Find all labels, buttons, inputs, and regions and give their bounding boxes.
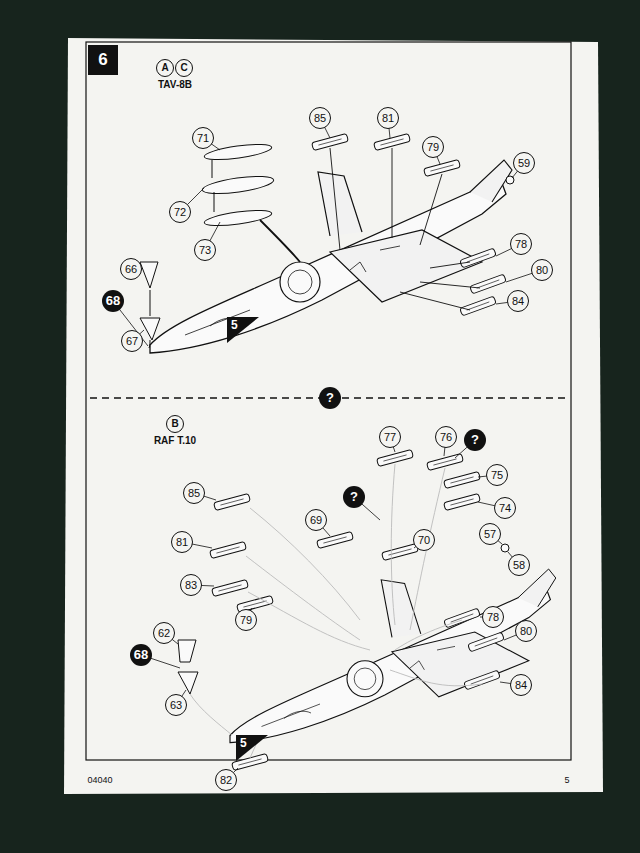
- version-letter: B: [166, 415, 184, 433]
- callout-number: 85: [309, 107, 331, 129]
- callout-number: 79: [422, 136, 444, 158]
- callout-number: 72: [169, 201, 191, 223]
- callout-number: 75: [486, 464, 508, 486]
- callout-number: 78: [482, 606, 504, 628]
- page-frame: [86, 42, 571, 760]
- callout-number: 69: [305, 509, 327, 531]
- version-letter: A: [156, 59, 174, 77]
- callout-number: 58: [508, 554, 530, 576]
- callout-number: 80: [515, 620, 537, 642]
- callout-number: 68: [130, 644, 152, 666]
- callout-number: 57: [479, 523, 501, 545]
- paper-sheet: [64, 38, 603, 794]
- version-name: RAF T.10: [154, 435, 196, 447]
- callout-number: 85: [183, 482, 205, 504]
- upper-aircraft: [113, 118, 542, 353]
- page-footer: 04040: [87, 775, 112, 786]
- callout-number: 77: [379, 426, 401, 448]
- callout-number: 73: [194, 239, 216, 261]
- step-number: 6: [88, 45, 118, 75]
- callout-number: 78: [510, 233, 532, 255]
- callout-number: 71: [192, 127, 214, 149]
- callout-number: 62: [153, 622, 175, 644]
- callout-number: 59: [513, 152, 535, 174]
- callout-number: 81: [171, 531, 193, 553]
- callout-number: 70: [413, 529, 435, 551]
- page-footer: 5: [564, 775, 569, 786]
- version-letter: C: [175, 59, 193, 77]
- version-name: TAV-8B: [158, 79, 192, 91]
- callout-number: ?: [343, 486, 365, 508]
- callout-number: 66: [120, 258, 142, 280]
- callout-number: 84: [510, 674, 532, 696]
- callout-number: 82: [215, 769, 237, 791]
- callout-number: 81: [377, 107, 399, 129]
- callout-number: 74: [494, 497, 516, 519]
- callout-number: 63: [165, 694, 187, 716]
- callout-number: 83: [180, 574, 202, 596]
- callout-number: ?: [319, 387, 341, 409]
- callout-number: 68: [102, 290, 124, 312]
- callout-number: 76: [435, 426, 457, 448]
- callout-number: 84: [507, 290, 529, 312]
- callout-number: 79: [235, 609, 257, 631]
- callout-number: ?: [464, 429, 486, 451]
- callout-number: 67: [121, 330, 143, 352]
- callout-number: 80: [531, 259, 553, 281]
- lower-aircraft: [141, 437, 556, 780]
